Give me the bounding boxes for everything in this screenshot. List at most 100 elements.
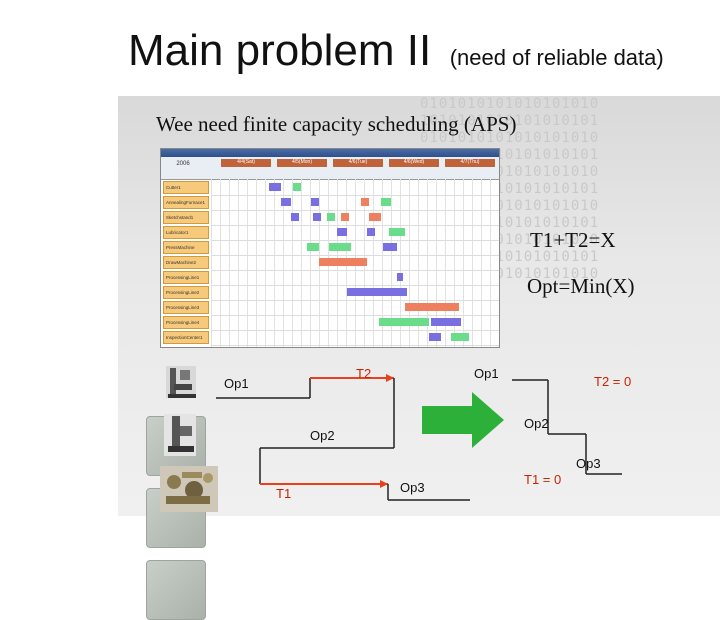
gantt-task-bar <box>337 228 347 236</box>
gantt-task-bar <box>397 273 403 281</box>
gantt-row-label: AnnealingFurnace1 <box>163 196 209 209</box>
gantt-task-bar <box>431 318 461 326</box>
machine-drawing-1 <box>166 366 196 398</box>
gantt-row-label: DrawMachine2 <box>163 256 209 269</box>
label-after-t2: T2 = 0 <box>594 374 632 389</box>
gantt-year: 2006 <box>176 161 190 167</box>
label-op3: Op3 <box>400 480 425 495</box>
slide-title-main: Main problem II <box>128 26 432 75</box>
label-after-op2: Op2 <box>524 416 549 431</box>
gantt-vline <box>391 179 392 347</box>
panel-heading: Wee need finite capacity scheduling (APS… <box>156 112 517 136</box>
gantt-vline <box>256 179 257 347</box>
gantt-gridline <box>211 210 499 211</box>
machine-image-3 <box>160 466 218 512</box>
gantt-day-2: 4/6(Tue) <box>333 159 383 167</box>
gantt-gridline <box>211 255 499 256</box>
machine-drawing-2 <box>164 414 196 456</box>
gantt-task-bar <box>293 183 301 191</box>
gantt-day-1: 4/5(Mon) <box>277 159 327 167</box>
gantt-gridline <box>211 300 499 301</box>
gantt-task-bar <box>381 198 391 206</box>
gantt-vline <box>292 179 293 347</box>
gantt-gridline <box>211 285 499 286</box>
gantt-row-label: Lubricator1 <box>163 226 209 239</box>
gantt-task-bar <box>341 213 349 221</box>
gantt-row-label: ProcessingLine2 <box>163 286 209 299</box>
gantt-task-bar <box>379 318 429 326</box>
gantt-task-bar <box>281 198 291 206</box>
gantt-vline <box>472 179 473 347</box>
label-after-op1: Op1 <box>474 366 499 381</box>
gantt-vline <box>454 179 455 347</box>
gantt-vline <box>373 179 374 347</box>
gantt-day-4: 4/7(Thu) <box>445 159 495 167</box>
gantt-vline <box>283 179 284 347</box>
label-after-op3: Op3 <box>576 456 601 471</box>
gantt-vline <box>481 179 482 347</box>
gantt-vline <box>418 179 419 347</box>
gantt-vline <box>490 179 491 347</box>
gantt-gridline <box>211 240 499 241</box>
gantt-row-label: Sketchstand1 <box>163 211 209 224</box>
gantt-task-bar <box>313 213 321 221</box>
gantt-day-3: 4/6(Wed) <box>389 159 439 167</box>
gantt-task-bar <box>369 213 381 221</box>
gantt-vline <box>247 179 248 347</box>
gantt-task-bar <box>269 183 281 191</box>
gantt-vline <box>463 179 464 347</box>
gantt-gridline <box>211 270 499 271</box>
gantt-vline <box>274 179 275 347</box>
gantt-task-bar <box>451 333 469 341</box>
gantt-task-bar <box>291 213 299 221</box>
gantt-gridline <box>211 195 499 196</box>
gantt-task-bar <box>307 243 319 251</box>
gantt-vline <box>409 179 410 347</box>
gantt-header: 2006 4/4(Sat) 4/5(Mon) 4/6(Tue) 4/6(Wed) 4/7… <box>161 157 499 180</box>
gantt-vline <box>445 179 446 347</box>
label-op2: Op2 <box>310 428 335 443</box>
machine-image-1 <box>160 362 202 402</box>
gantt-vline <box>265 179 266 347</box>
gantt-row-label: Cutter1 <box>163 181 209 194</box>
machine-drawing-3 <box>160 466 218 512</box>
gantt-vline <box>400 179 401 347</box>
gantt-gridline <box>211 225 499 226</box>
gantt-row-label: ProcessingLine4 <box>163 316 209 329</box>
machine-image-2 <box>160 412 200 458</box>
gantt-vline <box>436 179 437 347</box>
gantt-task-bar <box>329 243 351 251</box>
gantt-titlebar <box>161 149 499 157</box>
gantt-task-bar <box>405 303 459 311</box>
gantt-row-label: ProcessingLine1 <box>163 271 209 284</box>
slide-title-sub: (need of reliable data) <box>449 45 664 70</box>
gantt-chart-screenshot: 2006 4/4(Sat) 4/5(Mon) 4/6(Tue) 4/6(Wed) 4/7… <box>160 148 500 348</box>
gantt-gridline <box>211 345 499 346</box>
gantt-gridline <box>211 315 499 316</box>
gantt-row-label: InspectionCenter1 <box>163 331 209 344</box>
gantt-gridline <box>211 330 499 331</box>
gantt-task-bar <box>367 228 375 236</box>
gantt-vline <box>301 179 302 347</box>
gantt-task-bar <box>347 288 407 296</box>
label-t1: T1 <box>276 486 292 501</box>
gantt-day-0: 4/4(Sat) <box>221 159 271 167</box>
gantt-task-bar <box>319 258 367 266</box>
slide-title: Main problem II (need of reliable data) <box>128 26 664 76</box>
gantt-row-label: ProcessingLine3 <box>163 301 209 314</box>
square-3 <box>146 560 206 620</box>
gantt-vline <box>310 179 311 347</box>
gantt-task-bar <box>327 213 335 221</box>
label-t2: T2 <box>356 366 372 381</box>
formula-opt: Opt=Min(X) <box>527 274 635 298</box>
gantt-task-bar <box>429 333 441 341</box>
gantt-vline <box>229 179 230 347</box>
label-after-t1: T1 = 0 <box>524 472 562 487</box>
label-op1: Op1 <box>224 376 249 391</box>
gantt-vline <box>220 179 221 347</box>
formula-sum: T1+T2=X <box>530 228 616 252</box>
gantt-row-label: PressMachine <box>163 241 209 254</box>
gantt-vline <box>427 179 428 347</box>
gantt-task-bar <box>311 198 319 206</box>
gantt-vline <box>211 179 212 347</box>
